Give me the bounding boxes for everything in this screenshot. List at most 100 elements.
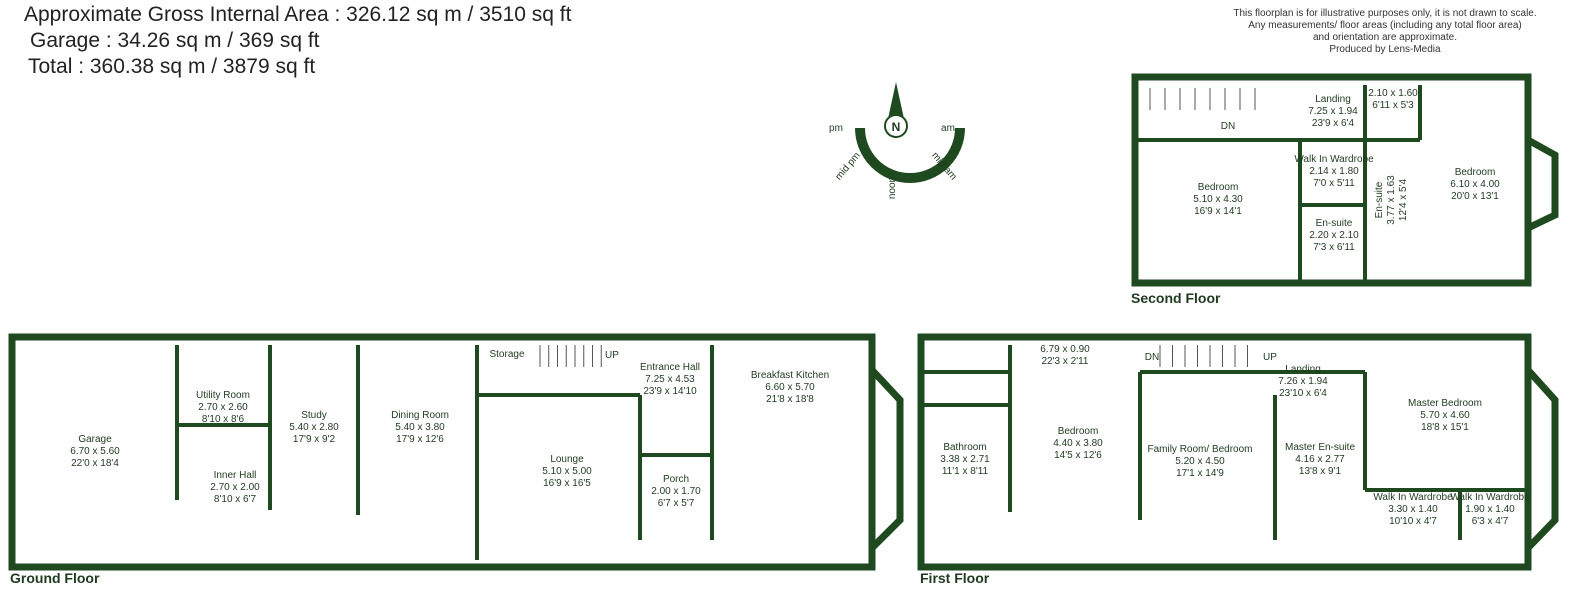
room-imperial: 23'9 x 14'10 <box>643 386 697 397</box>
bay-window <box>869 367 904 551</box>
outer-wall <box>8 333 876 571</box>
room-name: Walk In Wardrobe <box>1294 154 1374 165</box>
room-storage: Storage <box>489 349 524 360</box>
room-name: Bedroom <box>1058 426 1099 437</box>
room-imperial: 17'1 x 14'9 <box>1176 468 1224 479</box>
disclaimer-line: This floorplan is for illustrative purpo… <box>1233 8 1537 19</box>
room-imperial: 10'10 x 4'7 <box>1389 516 1437 527</box>
room-name: Inner Hall <box>214 470 257 481</box>
room-metric: 6.10 x 4.00 <box>1450 179 1500 190</box>
stairs-up-label: UP <box>1263 352 1277 363</box>
room-imperial: 23'10 x 6'4 <box>1279 388 1327 399</box>
room-metric: 5.10 x 5.00 <box>542 466 592 477</box>
room-metric: 2.70 x 2.00 <box>210 482 260 493</box>
compass-label: noon <box>887 177 898 199</box>
room-metric: 4.16 x 2.77 <box>1295 454 1345 465</box>
compass-label: am <box>941 123 955 134</box>
stairs-up-label: UP <box>605 350 619 361</box>
disclaimer: This floorplan is for illustrative purpo… <box>1200 8 1570 56</box>
room-metric: 5.10 x 4.30 <box>1193 194 1243 205</box>
room-metric: 2.10 x 1.60 <box>1368 88 1418 99</box>
outer-wall <box>917 333 1532 571</box>
room-name: Storage <box>489 349 524 360</box>
room-name: Dining Room <box>391 410 449 421</box>
room-name: Master En-suite <box>1285 442 1355 453</box>
room-imperial: 11'1 x 8'11 <box>942 466 989 477</box>
bay-window <box>1525 367 1559 551</box>
room-name: Lounge <box>550 454 584 465</box>
room-area: 2.10 x 1.606'11 x 5'3 <box>1368 88 1418 111</box>
room-imperial: 14'5 x 12'6 <box>1054 450 1102 461</box>
room-name: Walk In Wardrobe <box>1450 492 1530 503</box>
room-name: Study <box>301 410 327 421</box>
disclaimer-line: and orientation are approximate. <box>1313 32 1457 43</box>
area-summary: Approximate Gross Internal Area : 326.12… <box>24 2 571 80</box>
ground-floor-label: Ground Floor <box>10 570 100 586</box>
room-metric: 5.40 x 2.80 <box>289 422 339 433</box>
room-imperial: 7'3 x 6'11 <box>1313 242 1355 253</box>
room-metric: 7.26 x 1.94 <box>1278 376 1328 387</box>
room-name: Bathroom <box>943 442 986 453</box>
room-metric: 1.90 x 1.40 <box>1465 504 1515 515</box>
room-metric: 2.70 x 2.60 <box>198 402 248 413</box>
room-metric: 5.70 x 4.60 <box>1420 410 1470 421</box>
room-metric: 2.00 x 1.70 <box>651 486 701 497</box>
room-imperial: 20'0 x 13'1 <box>1451 191 1499 202</box>
room-imperial: 21'8 x 18'8 <box>766 394 814 405</box>
room-name: Entrance Hall <box>640 362 700 373</box>
room-imperial: 13'8 x 9'1 <box>1299 466 1342 477</box>
room-name: Landing <box>1315 94 1351 105</box>
room-imperial: 22'0 x 18'4 <box>71 458 119 469</box>
gross-area: Approximate Gross Internal Area : 326.12… <box>24 3 572 26</box>
room-metric: 6.79 x 0.90 <box>1040 344 1090 355</box>
room-name: Utility Room <box>196 390 250 401</box>
room-name: Family Room/ Bedroom <box>1147 444 1252 455</box>
room-metric: 5.20 x 4.50 <box>1175 456 1225 467</box>
room-imperial: 18'8 x 15'1 <box>1421 422 1469 433</box>
room-name: En-suite <box>1374 181 1385 218</box>
room-name: En-suite <box>1316 218 1353 229</box>
room-metric: 3.30 x 1.40 <box>1388 504 1438 515</box>
room-imperial: 8'10 x 6'7 <box>214 494 257 505</box>
second-floor-label: Second Floor <box>1131 290 1221 306</box>
bay-window <box>1526 136 1559 232</box>
north-label: N <box>892 120 901 134</box>
room-imperial: 7'0 x 5'11 <box>1313 178 1355 189</box>
room-imperial: 17'9 x 9'2 <box>293 434 336 445</box>
garage-area: Garage : 34.26 sq m / 369 sq ft <box>30 29 320 52</box>
room-name: Porch <box>663 474 689 485</box>
compass-arc <box>855 127 965 183</box>
stairs-down-label: DN <box>1145 352 1159 363</box>
room-metric: 6.60 x 5.70 <box>765 382 815 393</box>
room-imperial: 12'4 x 5'4 <box>1398 178 1409 221</box>
room-metric: 7.25 x 1.94 <box>1308 106 1358 117</box>
room-imperial: 23'9 x 6'4 <box>1312 118 1355 129</box>
room-imperial: 6'7 x 5'7 <box>658 498 695 509</box>
room-metric: 4.40 x 3.80 <box>1053 438 1103 449</box>
room-name: Landing <box>1285 364 1321 375</box>
room-imperial: 6'11 x 5'3 <box>1372 100 1414 111</box>
room-name: Master Bedroom <box>1408 398 1482 409</box>
first-floor-label: First Floor <box>920 570 990 586</box>
room-metric: 6.70 x 5.60 <box>70 446 120 457</box>
room-imperial: 22'3 x 2'11 <box>1041 356 1088 367</box>
room-name: Garage <box>78 434 112 445</box>
room-imperial: 16'9 x 14'1 <box>1194 206 1242 217</box>
